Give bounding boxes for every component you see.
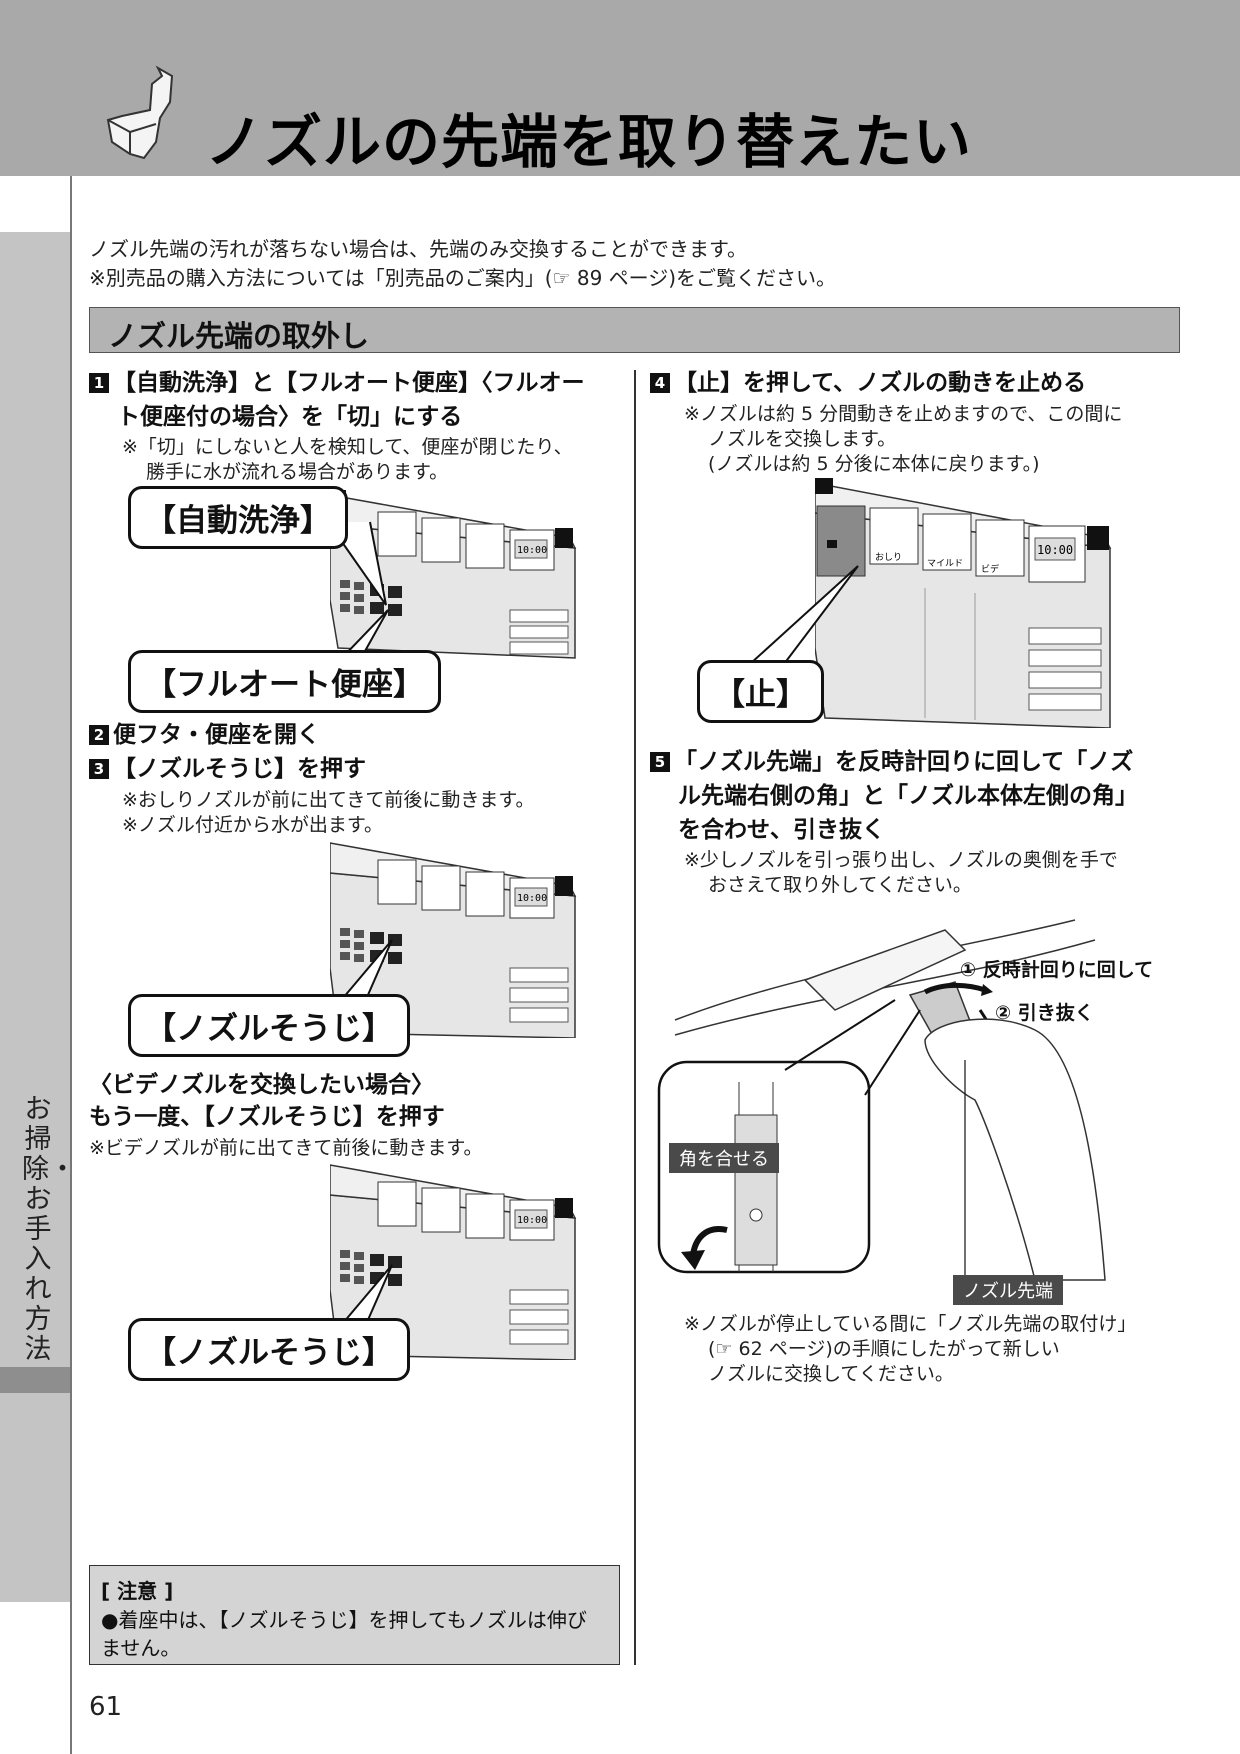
remote-panel-illustration-large: 10:00 おしり マイルド ビデ bbox=[815, 478, 1112, 728]
step-5-text-cont: ル先端右側の角」と「ノズル本体左側の角」 bbox=[678, 783, 1138, 809]
panel-mild-label: マイルド bbox=[927, 559, 963, 569]
panel-time: 10:00 bbox=[517, 893, 547, 904]
step-number: 5 bbox=[650, 752, 670, 772]
align-corners-label: 角を合せる bbox=[669, 1143, 779, 1173]
step-number: 2 bbox=[89, 725, 109, 745]
chapter-tab-marker bbox=[0, 1367, 70, 1393]
margin-rule bbox=[70, 176, 72, 1754]
section-title: ノズル先端の取外し bbox=[108, 319, 370, 353]
step-4-note: ※ノズルは約 5 分間動きを止めますので、この間に bbox=[684, 403, 1123, 425]
step-2-text: 便フタ・便座を開く bbox=[113, 722, 320, 748]
nozzle-clean-callout-2: 【ノズルそうじ】 bbox=[128, 1318, 410, 1381]
after-note-3: ノズルに交換してください。 bbox=[708, 1363, 954, 1385]
step-4-text: 【止】を押して、ノズルの動きを止める bbox=[674, 370, 1087, 396]
stop-callout: 【止】 bbox=[697, 660, 824, 723]
page-title: ノズルの先端を取り替えたい bbox=[205, 108, 973, 176]
callout-pointer bbox=[337, 1264, 393, 1330]
page-number: 61 bbox=[89, 1692, 123, 1722]
caution-box bbox=[89, 1565, 620, 1665]
after-note: ※ノズルが停止している間に「ノズル先端の取付け」 bbox=[684, 1313, 1137, 1335]
step-3-note: ※おしりノズルが前に出てきて前後に動きます。 bbox=[122, 789, 535, 811]
callout-pointer bbox=[337, 939, 393, 1005]
panel-time: 10:00 bbox=[517, 545, 547, 556]
step-4: 4【止】を押して、ノズルの動きを止める bbox=[650, 366, 1086, 400]
chapter-tab-label: お掃除・お手入れ方法 bbox=[22, 1094, 76, 1365]
intro-text: ノズル先端の汚れが落ちない場合は、先端のみ交換することができます。 bbox=[89, 237, 747, 261]
toilet-icon bbox=[106, 65, 174, 160]
callout-pointer bbox=[749, 565, 859, 665]
bidet-instruction: もう一度、【ノズルそうじ】を押す bbox=[89, 1104, 445, 1130]
pull-instruction: ② 引き抜く bbox=[995, 1002, 1094, 1024]
chapter-tab bbox=[0, 232, 70, 1602]
step-5: 5「ノズル先端」を反時計回りに回して「ノズ ル先端右側の角」と「ノズル本体左側の… bbox=[650, 745, 1190, 847]
bidet-note: ※ビデノズルが前に出てきて前後に動きます。 bbox=[89, 1137, 483, 1159]
panel-bidet-label: ビデ bbox=[981, 563, 999, 575]
step-number: 1 bbox=[89, 373, 109, 393]
step-5-text: 「ノズル先端」を反時計回りに回して「ノズ bbox=[674, 749, 1134, 775]
step-5-text-cont-2: を合わせ、引き抜く bbox=[678, 817, 885, 843]
remote-panel-illustration: 10:00 bbox=[330, 490, 577, 659]
caution-text: ●着座中は、【ノズルそうじ】を押してもノズルは伸びません。 bbox=[101, 1608, 587, 1660]
step-4-note-3: (ノズルは約 5 分後に本体に戻ります。) bbox=[708, 453, 1040, 475]
step-4-note-2: ノズルを交換します。 bbox=[708, 428, 897, 450]
step-1: 1【自動洗浄】と【フルオート便座】〈フルオー ト便座付の場合〉を「切」にする bbox=[89, 366, 629, 434]
step-5-note: ※少しノズルを引っ張り出し、ノズルの奥側を手で bbox=[684, 849, 1118, 871]
nozzle-tip-label: ノズル先端 bbox=[953, 1275, 1063, 1305]
step-number: 3 bbox=[89, 759, 109, 779]
step-1-note: ※「切」にしないと人を検知して、便座が閉じたり、 bbox=[122, 436, 573, 458]
after-note-2: (☞ 62 ページ)の手順にしたがって新しい bbox=[708, 1338, 1060, 1360]
step-1-text-cont: ト便座付の場合〉を「切」にする bbox=[117, 404, 463, 430]
section-bar bbox=[89, 307, 1180, 353]
step-5-note-2: おさえて取り外してください。 bbox=[708, 874, 972, 896]
panel-time: 10:00 bbox=[517, 1215, 547, 1226]
panel-time: 10:00 bbox=[1037, 543, 1073, 557]
nozzle-removal-illustration bbox=[657, 919, 1106, 1281]
step-3-text: 【ノズルそうじ】を押す bbox=[113, 756, 366, 782]
step-1-note-cont: 勝手に水が流れる場合があります。 bbox=[146, 461, 449, 483]
step-1-text: 【自動洗浄】と【フルオート便座】〈フルオー bbox=[113, 370, 585, 396]
bidet-heading: 〈ビデノズルを交換したい場合〉 bbox=[89, 1072, 434, 1098]
nozzle-clean-callout: 【ノズルそうじ】 bbox=[128, 994, 410, 1057]
panel-oshiri-label: おしり bbox=[875, 552, 902, 563]
step-number: 4 bbox=[650, 373, 670, 393]
column-divider bbox=[634, 370, 636, 1665]
step-3-note-2: ※ノズル付近から水が出ます。 bbox=[122, 814, 384, 836]
full-auto-callout: 【フルオート便座】 bbox=[128, 650, 441, 713]
page-header bbox=[0, 0, 1240, 176]
rotate-instruction: ① 反時計回りに回して bbox=[960, 959, 1154, 981]
caution-title: [ 注意 ] bbox=[101, 1579, 174, 1603]
intro-reference: ※別売品の購入方法については「別売品のご案内」(☞ 89 ページ)をご覧ください… bbox=[89, 266, 837, 290]
step-3: 3【ノズルそうじ】を押す bbox=[89, 752, 366, 786]
auto-wash-callout: 【自動洗浄】 bbox=[128, 486, 348, 549]
